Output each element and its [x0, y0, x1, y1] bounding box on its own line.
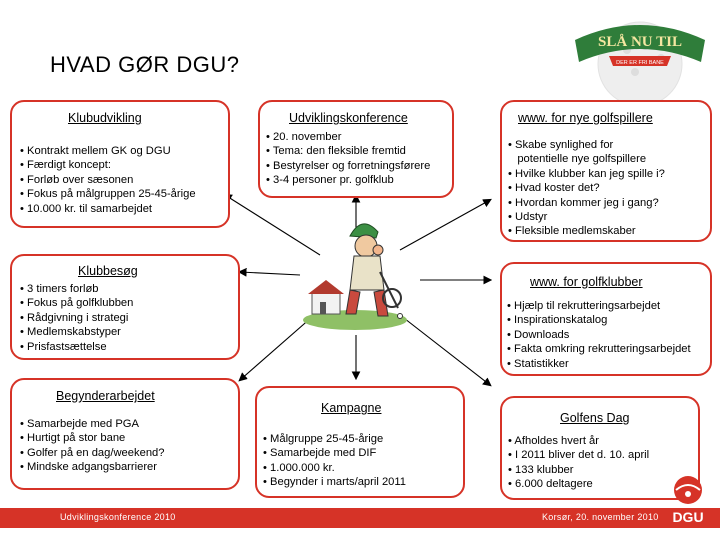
list-item: • Fokus på målgruppen 25-45-årige [20, 188, 196, 201]
box-udviklingskonference [258, 100, 454, 198]
list-item: • Fakta omkring rekrutteringsarbejdet [507, 343, 691, 356]
list-item: • Tema: den fleksible fremtid [266, 145, 406, 158]
list-item: • Hvad koster det? [508, 182, 600, 195]
sla-nu-til-logo: SLÅ NU TIL DER ER FRI BANE [575, 21, 705, 107]
box-klubudvikling [10, 100, 230, 228]
list-item: • 3-4 personer pr. golfklub [266, 174, 394, 187]
list-item: • 3 timers forløb [20, 283, 99, 295]
box-www-golfspillere [500, 100, 712, 242]
golfer-cartoon-illustration [303, 223, 407, 330]
list-item: • Færdigt koncept: [20, 159, 111, 172]
page-title: HVAD GØR DGU? [50, 52, 240, 77]
klubbesog-list: • 3 timers forløb • Fokus på golfklubben… [20, 282, 133, 354]
dgu-logo: DGU [672, 476, 704, 525]
list-item: • 6.000 deltagere [508, 478, 593, 491]
svg-text:SLÅ NU TIL: SLÅ NU TIL [598, 34, 682, 50]
www-golfspillere-list: • Skabe synlighed for potentielle nye go… [508, 138, 665, 239]
begynderarbejdet-heading: Begynderarbejdet [56, 389, 155, 403]
list-item: • Mindske adgangsbarrierer [20, 461, 157, 474]
www-golfspillere-heading: www. for nye golfspillere [518, 111, 653, 125]
box-golfens-dag [500, 396, 700, 500]
list-item: • 1.000.000 kr. [263, 461, 335, 474]
list-item: • Kontrakt mellem GK og DGU [20, 145, 171, 157]
list-item: • Bestyrelser og forretningsførere [266, 159, 431, 172]
list-item: • Udstyr [508, 211, 548, 224]
footer-location-date: Korsør, 20. november 2010 [542, 512, 659, 522]
list-item: • Begynder i marts/april 2011 [263, 476, 407, 489]
list-item: • Downloads [507, 328, 570, 341]
list-item: • Inspirationskatalog [507, 314, 608, 327]
klubudvikling-heading: Klubudvikling [68, 111, 142, 125]
list-item: • Hvilke klubber kan jeg spille i? [508, 167, 665, 180]
list-item: • Målgruppe 25-45-årige [263, 433, 384, 445]
list-item: • Fleksible medlemskaber [508, 225, 636, 238]
kampagne-heading: Kampagne [321, 401, 382, 415]
list-item: • Hurtigt på stor bane [20, 432, 126, 445]
list-item: • Golfer på en dag/weekend? [20, 446, 165, 459]
klubudvikling-list: • Kontrakt mellem GK og DGU • Færdigt ko… [20, 144, 196, 216]
svg-text:DGU: DGU [672, 509, 703, 525]
kampagne-list: • Målgruppe 25-45-årige • Samarbejde med… [263, 432, 406, 490]
box-begynderarbejdet [10, 378, 240, 490]
list-item: • Samarbejde med DIF [263, 447, 377, 460]
footer-event-label: Udviklingskonference 2010 [60, 512, 176, 522]
list-item: • Hjælp til rekrutteringsarbejdet [507, 300, 661, 312]
list-item: • Fokus på golfklubben [20, 297, 134, 310]
list-item: • 20. november [266, 131, 342, 143]
udviklingskonference-heading: Udviklingskonference [289, 111, 408, 125]
list-item: • Rådgivning i strategi [20, 311, 129, 324]
www-golfklubber-heading: www. for golfklubber [530, 275, 643, 289]
svg-text:DER ER FRI BANE: DER ER FRI BANE [616, 60, 664, 66]
list-item: • 133 klubber [508, 463, 574, 476]
list-item: • Afholdes hvert år [508, 435, 599, 447]
footer-bar: Udviklingskonference 2010 Korsør, 20. no… [0, 508, 720, 528]
list-item: • Forløb over sæsonen [20, 173, 134, 186]
box-klubbesog [10, 254, 240, 360]
list-item: • Skabe synlighed for [508, 139, 614, 151]
list-item: • Medlemskabstyper [20, 326, 121, 339]
www-golfklubber-list: • Hjælp til rekrutteringsarbejdet • Insp… [507, 299, 691, 371]
box-www-golfklubber [500, 262, 712, 376]
golfens-dag-list: • Afholdes hvert år • I 2011 bliver det … [508, 434, 649, 492]
list-item: • Samarbejde med PGA [20, 418, 139, 430]
klubbesog-heading: Klubbesøg [78, 264, 138, 278]
list-item: • Hvordan kommer jeg i gang? [508, 196, 659, 209]
list-item: • 10.000 kr. til samarbejdet [20, 202, 153, 215]
udviklingskonference-list: • 20. november • Tema: den fleksible fre… [266, 130, 430, 188]
begynderarbejdet-list: • Samarbejde med PGA • Hurtigt på stor b… [20, 417, 164, 475]
golfens-dag-heading: Golfens Dag [560, 411, 630, 425]
list-item: potentielle nye golfspillere [508, 153, 647, 166]
list-item: • Statistikker [507, 357, 569, 370]
list-item: • Prisfastsættelse [20, 340, 107, 353]
box-kampagne [255, 386, 465, 498]
list-item: • I 2011 bliver det d. 10. april [508, 449, 650, 462]
